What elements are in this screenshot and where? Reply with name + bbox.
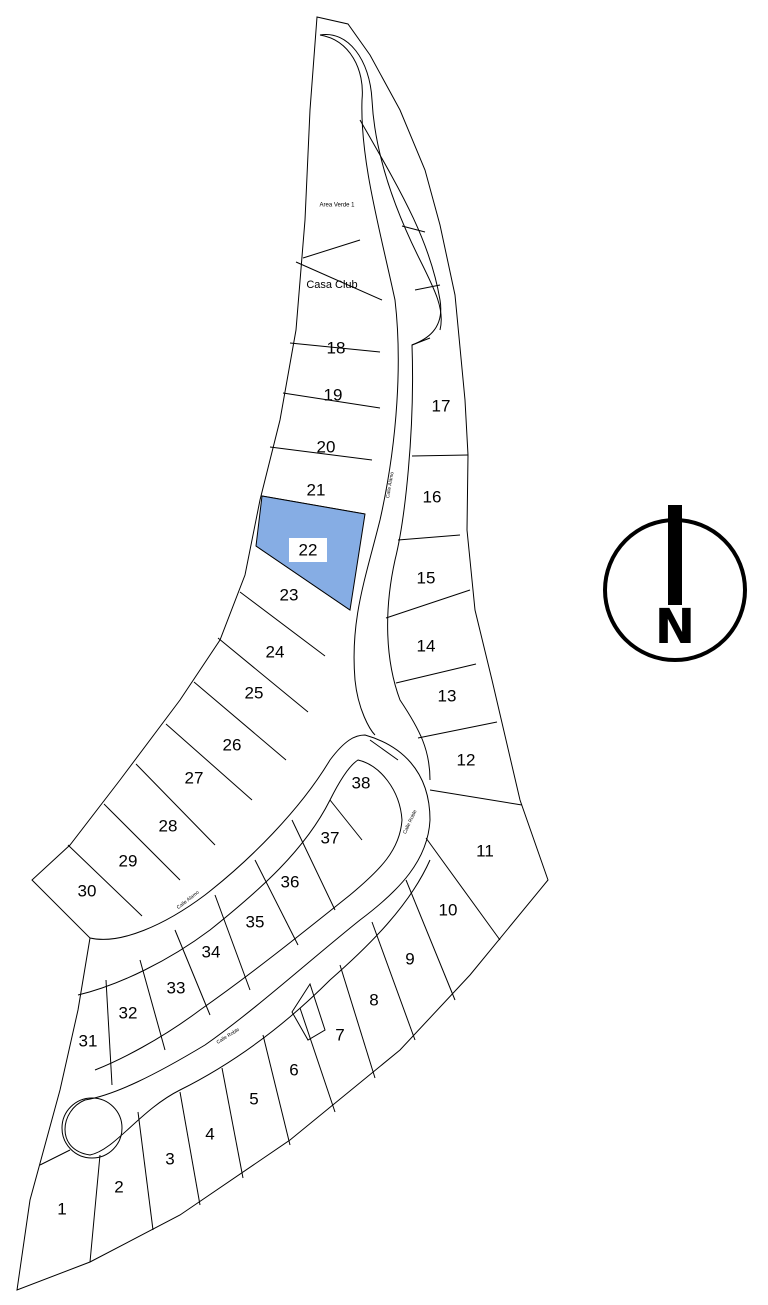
lot-label-15[interactable]: 15 [417,568,436,587]
easement-parcel [291,982,326,1041]
compass-north-letter: N [655,599,695,655]
street-label-calle-alamo-lower: Calle Alamo [176,890,201,911]
lot-label-2[interactable]: 2 [114,1177,123,1196]
lot-lines-inner [105,739,399,1086]
loop-road-outer [64,734,431,1156]
lot-label-22[interactable]: 22 [299,540,318,559]
lot-label-16[interactable]: 16 [423,487,442,506]
lot-label-12[interactable]: 12 [457,750,476,769]
lot-label-31[interactable]: 31 [79,1031,98,1050]
lot-label-25[interactable]: 25 [245,683,264,702]
lot-label-14[interactable]: 14 [417,636,436,655]
lot-label-5[interactable]: 5 [249,1089,258,1108]
street-label-calle-roble-lower: Calle Roble [216,1027,241,1046]
loop-road-inner [77,759,403,1071]
lot-label-9[interactable]: 9 [405,949,414,968]
road-edge-east [359,119,442,781]
lot-label-29[interactable]: 29 [119,851,138,870]
cul-de-sac-south [61,1097,123,1159]
lot-label-27[interactable]: 27 [185,768,204,787]
lot-lines-east [385,225,523,1001]
lot-label-17[interactable]: 17 [432,396,451,415]
lot-label-26[interactable]: 26 [223,735,242,754]
lot-label-38[interactable]: 38 [352,773,371,792]
lot-label-34[interactable]: 34 [202,942,221,961]
lot-label-7[interactable]: 7 [335,1025,344,1044]
lot-label-36[interactable]: 36 [281,872,300,891]
lot-label-13[interactable]: 13 [438,686,457,705]
lot-label-18[interactable]: 18 [327,338,346,357]
lot-label-19[interactable]: 19 [324,385,343,404]
lot-label-24[interactable]: 24 [266,642,285,661]
street-label-calle-alamo: Calle Alamo [385,471,396,499]
lot-lines-south [39,921,416,1263]
lot-label-6[interactable]: 6 [289,1060,298,1079]
lot-label-28[interactable]: 28 [159,816,178,835]
lot-label-21[interactable]: 21 [307,480,326,499]
lot-label-32[interactable]: 32 [119,1003,138,1022]
lot-label-8[interactable]: 8 [369,990,378,1009]
area-verde-label: Area Verde 1 [319,203,355,209]
lot-label-11[interactable]: 11 [476,841,494,860]
street-label-calle-roble: Calle Roble [402,809,418,835]
cul-de-sac-north [319,33,442,331]
lot-label-37[interactable]: 37 [321,828,340,847]
lot-22-label-bg [289,538,327,562]
road-edge-west [319,34,399,736]
lot-label-1[interactable]: 1 [57,1199,66,1218]
lot-label-23[interactable]: 23 [280,585,299,604]
property-boundary [16,16,549,1291]
north-compass: N [603,505,747,662]
lot-label-35[interactable]: 35 [246,912,265,931]
lot-label-30[interactable]: 30 [78,881,97,900]
lot-label-4[interactable]: 4 [205,1124,214,1143]
lot-label-10[interactable]: 10 [439,900,458,919]
lot-label-20[interactable]: 20 [317,437,336,456]
lot-label-33[interactable]: 33 [167,978,186,997]
lot-label-3[interactable]: 3 [165,1149,174,1168]
compass-needle [668,505,682,605]
lot-labels: 1 2 3 4 5 6 7 8 9 10 11 12 13 14 15 16 1… [57,338,494,1218]
lot-lines-west [67,239,383,917]
casa-club-label: Casa Club [306,279,357,291]
